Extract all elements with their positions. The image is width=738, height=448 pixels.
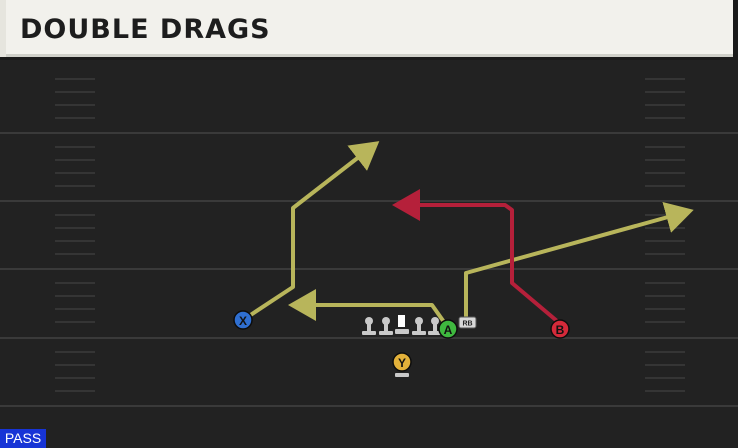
x-route	[247, 141, 380, 318]
lineman-icon	[428, 317, 442, 335]
center-lineman-icon	[395, 315, 409, 334]
football-field	[0, 60, 738, 448]
hash-marks-right	[645, 78, 685, 392]
lineman-icon	[362, 317, 376, 335]
a-route	[288, 289, 446, 324]
rb-label: RB	[462, 321, 472, 328]
hash-marks-left	[55, 78, 95, 392]
a-receiver-button: A	[438, 319, 458, 339]
title-card: DOUBLE DRAGS	[0, 0, 733, 57]
y-button-label: Y	[398, 356, 406, 370]
y-receiver-stand	[395, 373, 409, 377]
title-bar: DOUBLE DRAGS	[0, 0, 738, 60]
lineman-icon	[412, 317, 426, 335]
b-button-label: B	[556, 323, 565, 337]
yard-lines	[0, 132, 738, 407]
play-title: DOUBLE DRAGS	[20, 14, 271, 45]
b-route	[392, 189, 559, 323]
x-receiver-button: X	[233, 310, 253, 330]
offensive-line	[362, 315, 442, 335]
y-receiver-button: Y	[392, 352, 412, 377]
rb-route	[464, 201, 694, 320]
title-accent	[0, 0, 6, 57]
play-type-tag: PASS	[0, 429, 46, 448]
running-back-badge: RB	[458, 316, 477, 329]
a-button-label: A	[444, 323, 453, 337]
x-button-label: X	[239, 314, 247, 328]
lineman-icon	[379, 317, 393, 335]
b-receiver-button: B	[550, 319, 570, 339]
